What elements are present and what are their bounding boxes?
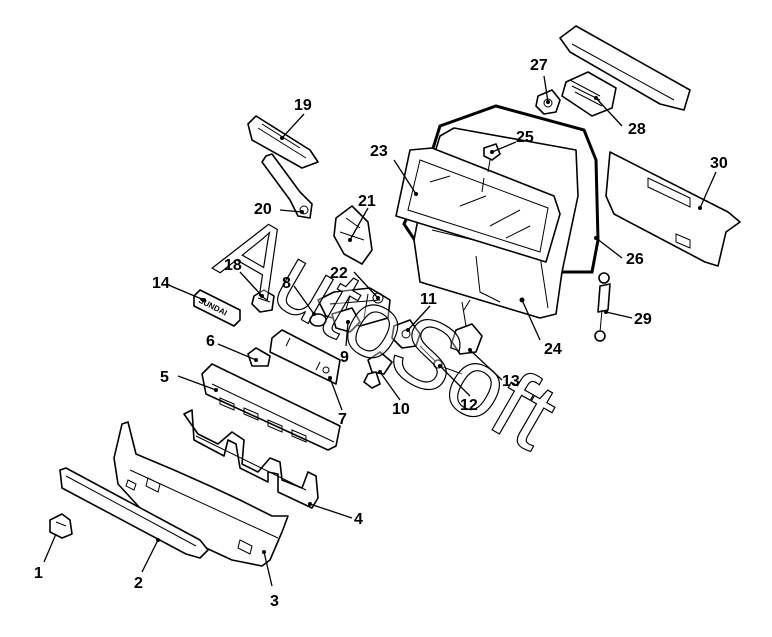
callout-2: 2 bbox=[134, 575, 143, 592]
part-2-molding-strip bbox=[59, 467, 209, 559]
callout-21: 21 bbox=[358, 193, 376, 210]
part-4-absorber bbox=[183, 409, 319, 509]
callout-7: 7 bbox=[338, 411, 347, 428]
callout-6: 6 bbox=[206, 333, 215, 350]
part-8-grommet bbox=[309, 313, 327, 327]
callout-11: 11 bbox=[420, 291, 437, 308]
callout-19: 19 bbox=[294, 97, 312, 114]
callout-4: 4 bbox=[354, 511, 363, 528]
part-20-wiper-arm bbox=[261, 153, 313, 219]
part-9-actuator bbox=[331, 307, 361, 333]
callout-24: 24 bbox=[544, 341, 562, 358]
part-28-upper-brake-lamp bbox=[561, 71, 617, 117]
leader-lines bbox=[43, 75, 717, 587]
part-11-handle bbox=[391, 319, 421, 349]
part-1-reflector bbox=[49, 513, 73, 539]
part-3-bumper-cover bbox=[113, 421, 289, 567]
part-29-gas-strut bbox=[594, 272, 611, 342]
callout-27: 27 bbox=[530, 57, 548, 74]
part-23-rear-glass bbox=[395, 147, 561, 263]
callout-18: 18 bbox=[224, 257, 242, 274]
part-13-lock-actuator bbox=[451, 299, 483, 355]
callout-25: 25 bbox=[516, 129, 534, 146]
callout-3: 3 bbox=[270, 593, 279, 610]
callout-9: 9 bbox=[340, 349, 349, 366]
callout-23: 23 bbox=[370, 143, 388, 160]
part-5-reinforcement bbox=[201, 363, 341, 451]
part-10-key-cylinder bbox=[363, 351, 393, 389]
callout-29: 29 bbox=[634, 311, 652, 328]
callout-13: 13 bbox=[502, 373, 520, 390]
callout-labels: 1 2 3 4 5 6 7 8 9 10 11 12 13 14 18 19 2… bbox=[34, 57, 728, 610]
callout-20: 20 bbox=[254, 201, 272, 218]
callout-22: 22 bbox=[330, 265, 348, 282]
callout-28: 28 bbox=[628, 121, 646, 138]
part-30-trim-panel bbox=[605, 151, 741, 267]
part-19-wiper-cover bbox=[247, 115, 319, 169]
part-7-plate-bracket bbox=[269, 329, 341, 385]
callout-5: 5 bbox=[160, 369, 169, 386]
callout-1: 1 bbox=[34, 565, 43, 582]
callout-26: 26 bbox=[626, 251, 644, 268]
callout-30: 30 bbox=[710, 155, 728, 172]
callout-10: 10 bbox=[392, 401, 410, 418]
callout-8: 8 bbox=[282, 275, 291, 292]
part-18-grommet bbox=[251, 289, 275, 313]
rear-spoiler bbox=[559, 25, 691, 111]
callout-12: 12 bbox=[460, 397, 478, 414]
callout-14: 14 bbox=[152, 275, 170, 292]
part-6-lamp-panel bbox=[247, 347, 271, 367]
